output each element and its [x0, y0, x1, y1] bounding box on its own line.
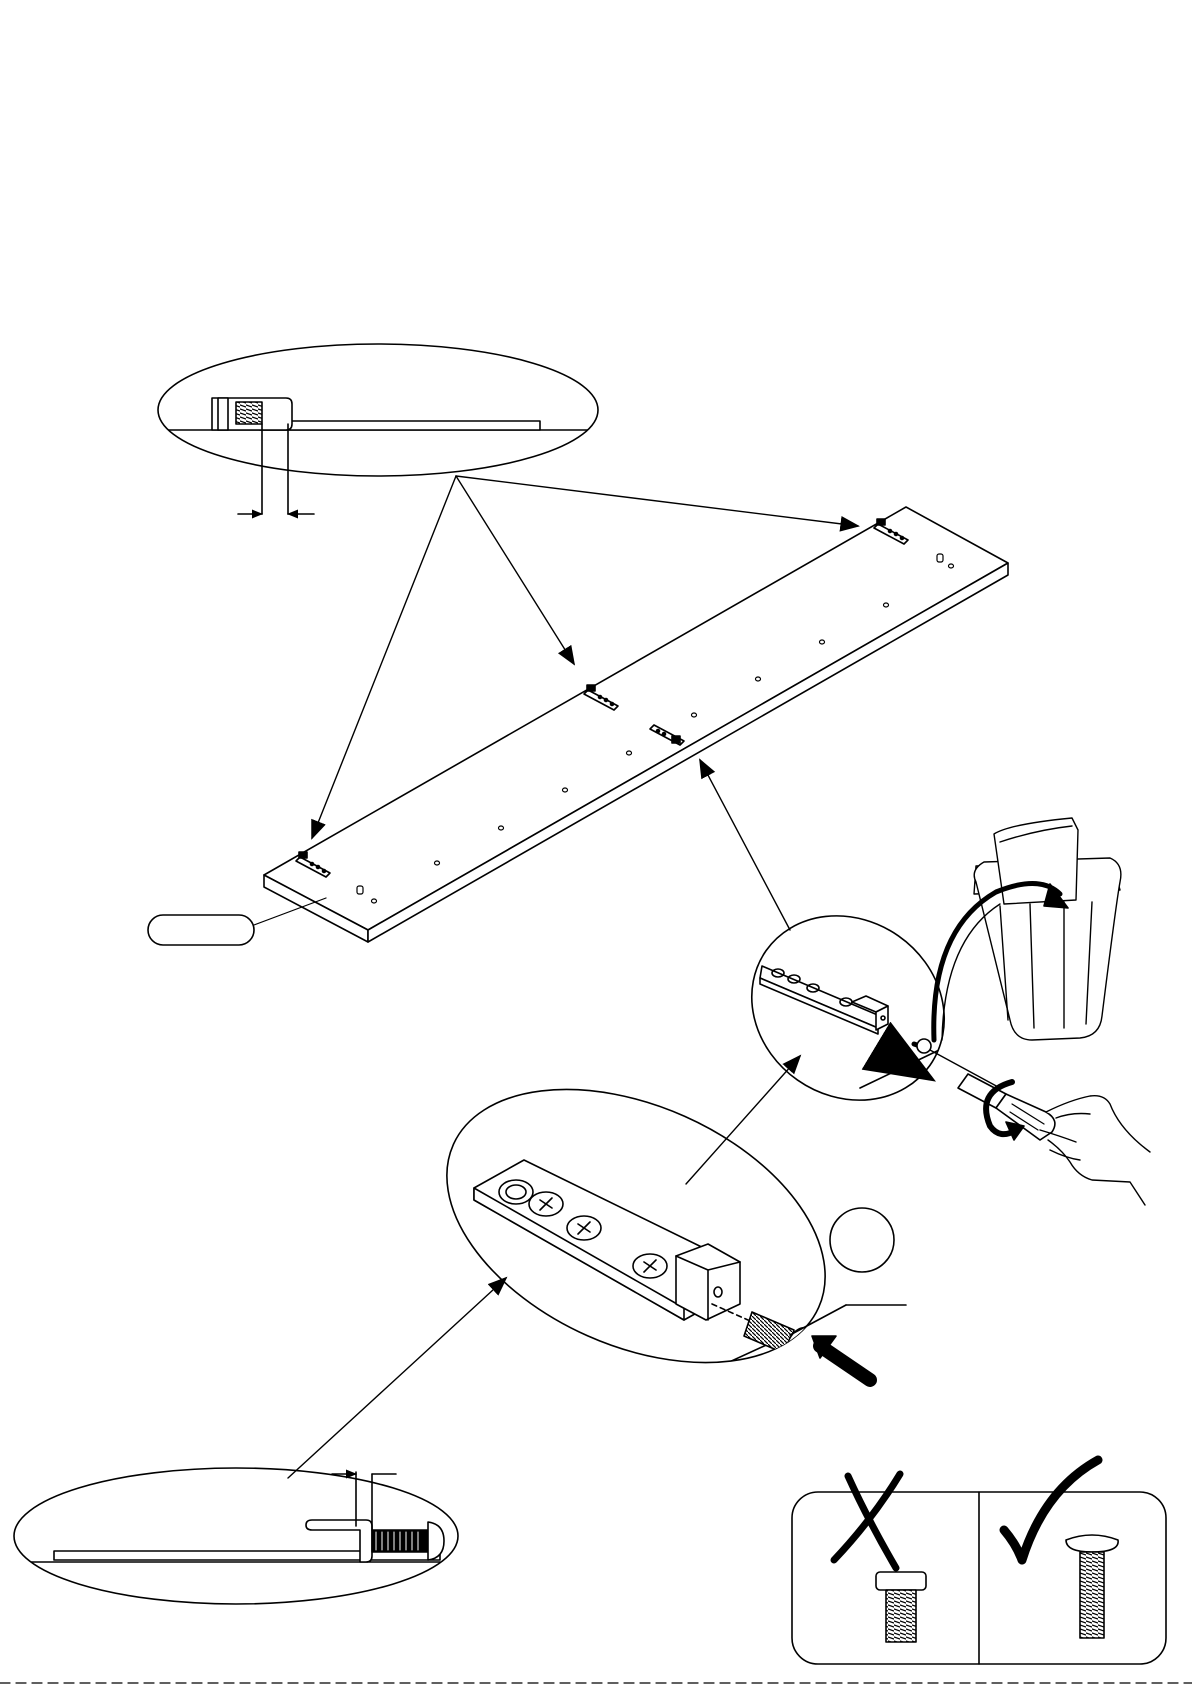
hand-icon [1040, 1096, 1150, 1205]
detail-bottom-screw-depth [14, 1278, 506, 1604]
board-panel [264, 507, 1008, 942]
detail-top-bracket-gap [150, 344, 600, 514]
step-circle [830, 1208, 894, 1272]
trash-bin-icon [974, 818, 1121, 1040]
detail-screw-removal [700, 760, 980, 1137]
screw-check-box [792, 1460, 1166, 1664]
